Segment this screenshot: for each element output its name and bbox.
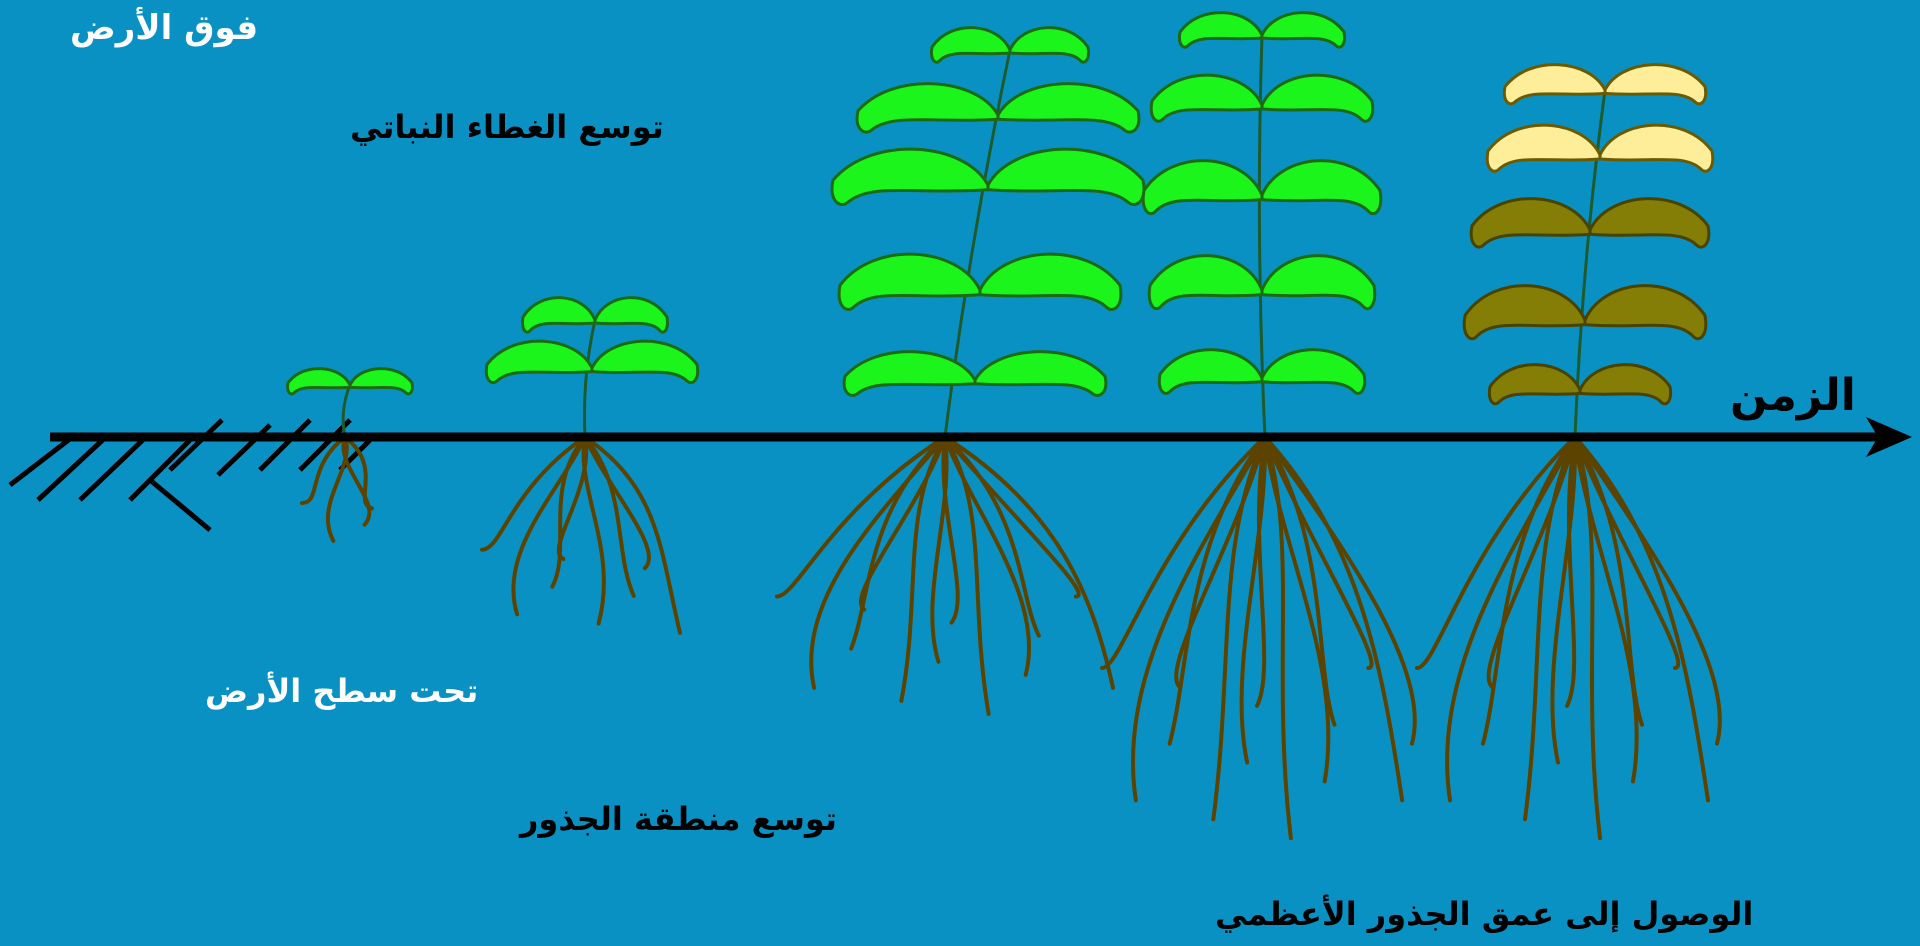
leaf <box>1471 199 1590 247</box>
root-system <box>777 437 1113 714</box>
leaf <box>523 298 595 333</box>
leaf <box>1605 65 1706 104</box>
leaf <box>988 149 1144 204</box>
leaf <box>350 369 412 394</box>
root-system <box>302 437 372 541</box>
soil-hatch-line <box>38 435 108 500</box>
plant-stage-3 <box>777 28 1144 714</box>
leaf <box>1580 365 1671 404</box>
stem <box>584 320 595 437</box>
root-system <box>1417 437 1720 838</box>
time-axis-label: الزمن <box>1730 370 1856 421</box>
root <box>585 437 649 568</box>
leaf <box>1585 286 1706 339</box>
leaf <box>1262 75 1373 121</box>
leaf <box>1151 75 1262 121</box>
root-system <box>482 437 680 633</box>
leaf <box>998 84 1139 132</box>
stem <box>343 385 350 437</box>
soil-hatch-line <box>170 420 222 470</box>
soil-hatch-line <box>150 480 210 530</box>
root-system <box>1102 437 1415 838</box>
leaf <box>1504 65 1605 104</box>
leaf <box>1262 161 1381 214</box>
leaf <box>1600 125 1713 171</box>
leaf <box>592 341 698 383</box>
root <box>513 437 585 614</box>
leaf <box>486 341 592 383</box>
leaf <box>980 254 1121 309</box>
leaf <box>1489 365 1580 404</box>
plant-stage-5 <box>1417 65 1720 838</box>
root <box>345 437 372 508</box>
plant-stage-2 <box>482 298 698 633</box>
root-zone-expansion-label: توسع منطقة الجذور <box>520 800 837 838</box>
leaf <box>975 352 1106 396</box>
leaf <box>288 369 350 394</box>
leaf <box>595 298 667 333</box>
plant-stage-4 <box>1102 13 1415 839</box>
root <box>1213 437 1265 819</box>
plant-stage-1 <box>288 369 413 541</box>
leaf <box>1143 161 1262 214</box>
leaf <box>1464 286 1585 339</box>
below-surface-label: تحت سطح الأرض <box>205 672 478 710</box>
leaf <box>832 149 988 204</box>
max-root-depth-label: الوصول إلى عمق الجذور الأعظمي <box>1215 895 1753 933</box>
leaf <box>1262 13 1345 48</box>
canopy-expansion-label: توسع الغطاء النباتي <box>350 108 664 146</box>
root <box>482 437 585 550</box>
leaf <box>1590 199 1709 247</box>
leaf <box>1179 13 1262 48</box>
leaf <box>1262 350 1365 394</box>
leaf <box>1010 28 1089 63</box>
leaf <box>839 254 980 309</box>
leaf <box>1149 256 1262 309</box>
above-ground-label: فوق الأرض <box>70 8 258 48</box>
leaf <box>1262 256 1375 309</box>
leaf <box>857 84 998 132</box>
leaf <box>1487 125 1600 171</box>
leaf <box>1159 350 1262 394</box>
leaf <box>931 28 1010 63</box>
